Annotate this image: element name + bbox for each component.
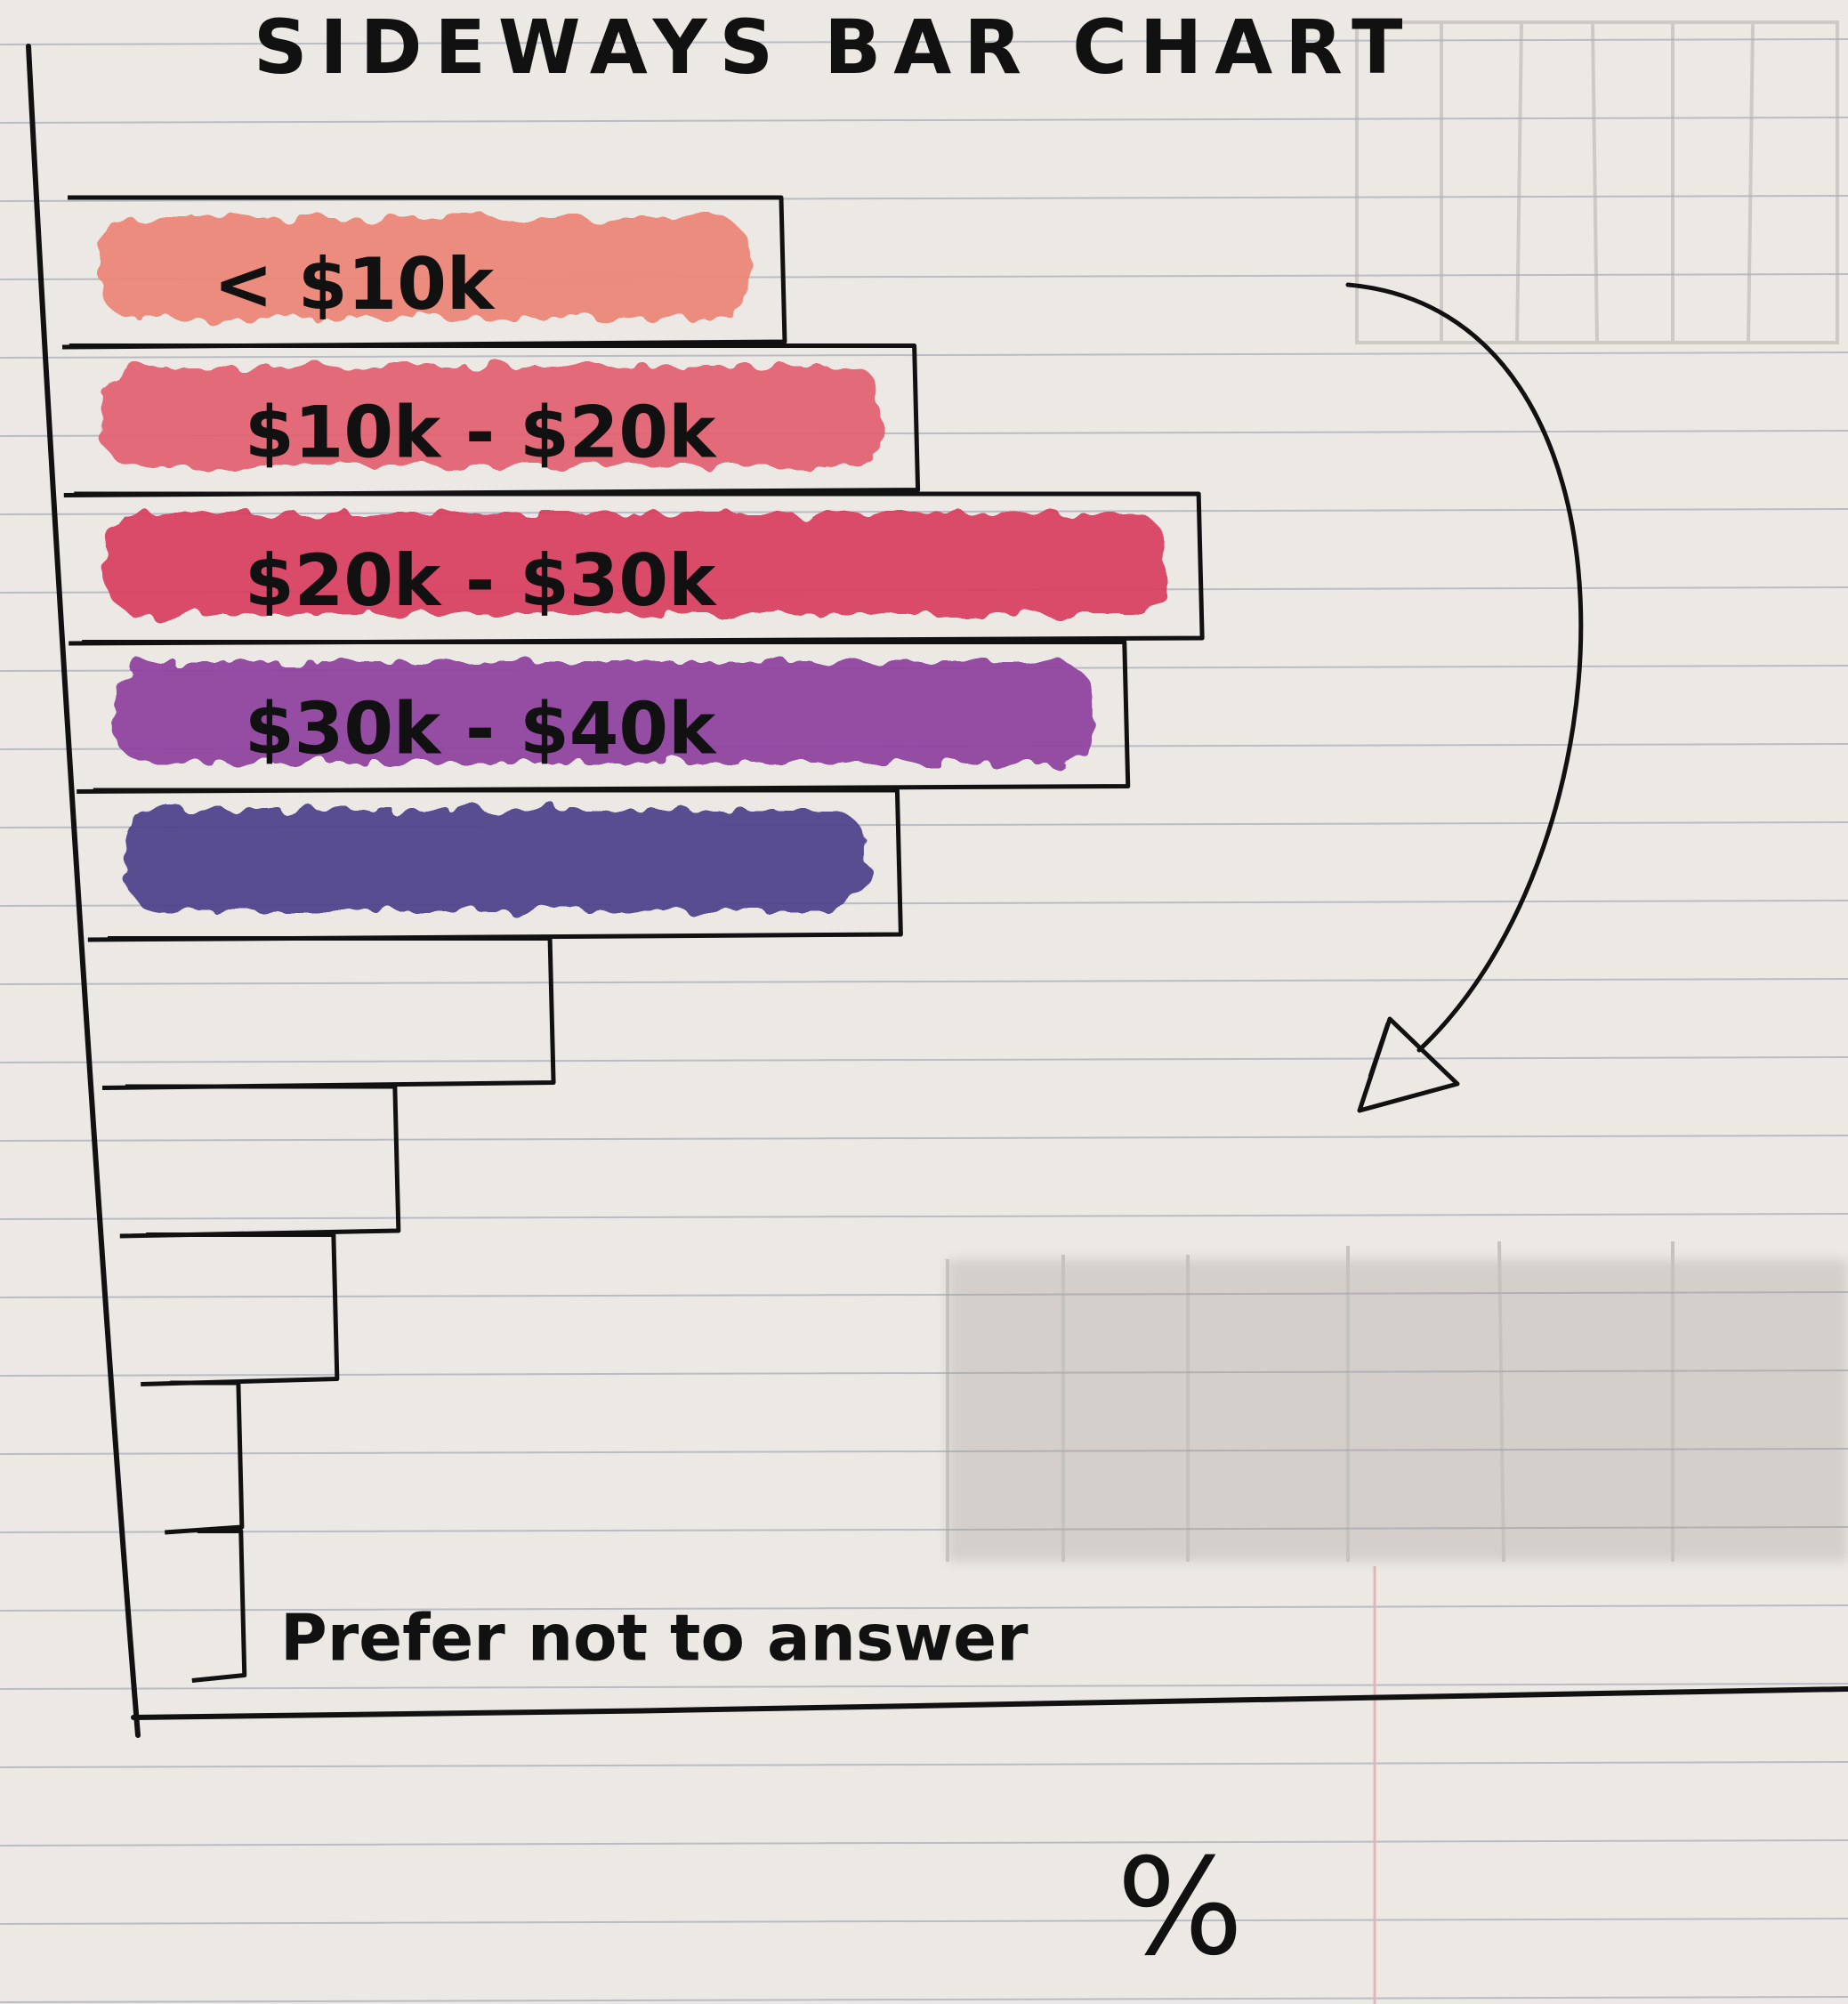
bar-labels-group: < $10k $10k - $20k $20k - $30k $30k - $40kP… [214,243,1029,1676]
ruled-line [0,1683,1848,1690]
bar-label: Prefer not to answer [280,1601,1029,1676]
ruled-line [0,1918,1848,1925]
bar-outline [191,1529,247,1683]
bar-fill [101,365,883,467]
bar-fill [106,513,1167,615]
ruled-line [0,1996,1848,2003]
bar-fill [114,661,1093,764]
bar-label: $20k - $30k [245,539,717,622]
ruled-line [0,1135,1848,1142]
y-axis-line [26,44,141,1738]
curved-arrow [1345,282,1584,1053]
chart-title: SIDEWAYS BAR CHART [254,4,1415,91]
ruled-line [0,1604,1848,1612]
bar-label: < $10k [214,243,496,326]
ruled-line [0,1056,1848,1063]
bar-fill [100,217,749,319]
bar-fill [125,810,866,911]
ruled-line [0,978,1848,985]
bars-group [61,195,1205,1683]
ruled-line [0,38,1848,45]
ghost-pencil-sketch [946,20,1848,1563]
arrowhead-icon [1357,1016,1460,1113]
ruled-line [0,1213,1848,1220]
x-axis-line [131,1686,1848,1720]
ruled-line [0,195,1848,202]
bar-label: $30k - $40k [245,688,717,771]
ruled-line [0,352,1848,359]
ruled-line [0,117,1848,124]
percent-mark: % [1117,1830,1244,1985]
bar-label: $10k - $20k [245,392,717,474]
ruled-line [0,1761,1848,1768]
ruled-line [0,1839,1848,1846]
